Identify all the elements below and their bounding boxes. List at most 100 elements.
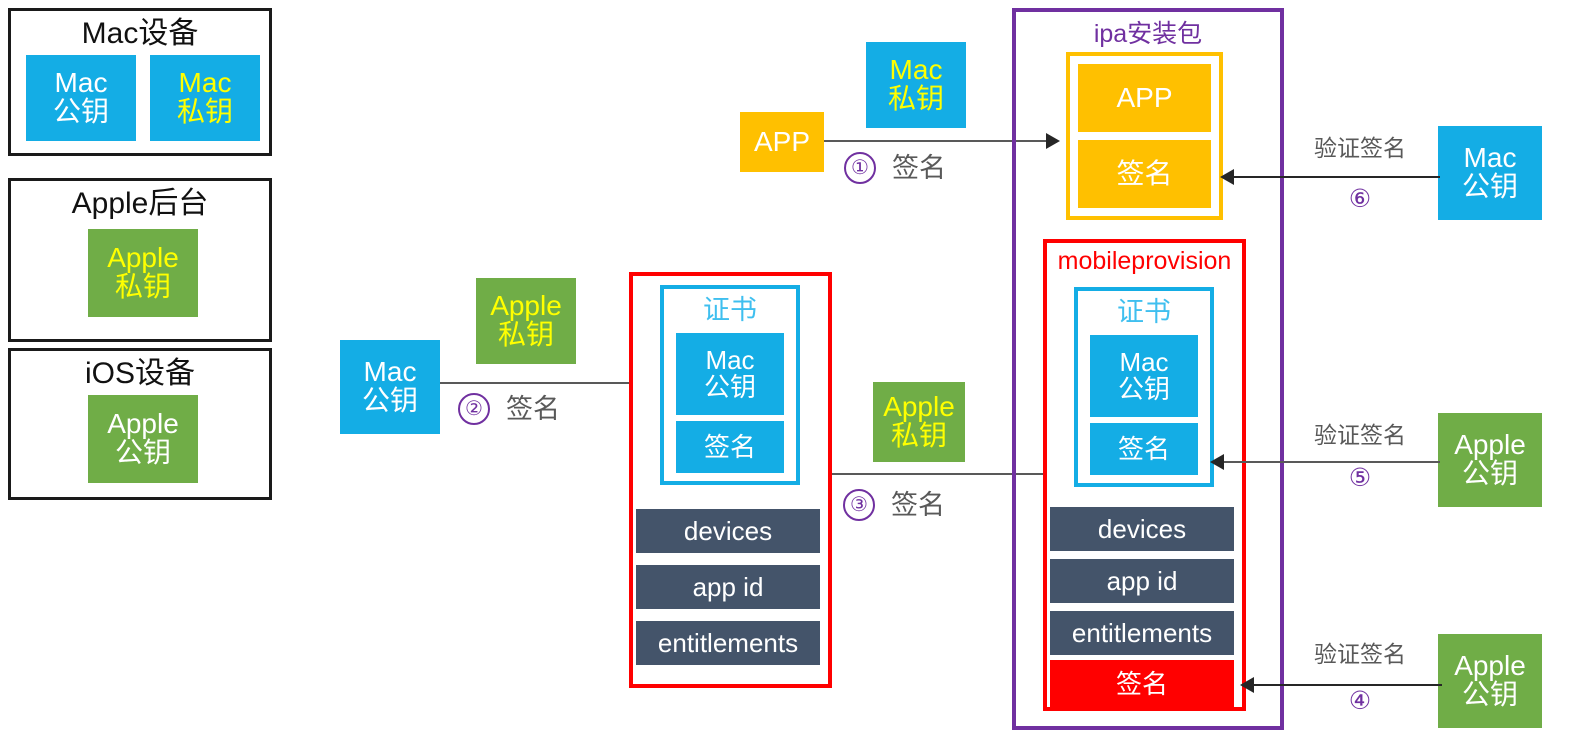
step-3-caption: ③ 签名 <box>843 489 945 521</box>
flow-apple-private-key-step3: Apple 私钥 <box>873 382 965 462</box>
panel-apple-backend: Apple后台 Apple 私钥 <box>8 178 272 342</box>
mobileprovision-box: mobileprovision 证书 Mac 公钥 签名 devices app… <box>1043 239 1246 711</box>
key-chip-mac-public: Mac 公钥 <box>26 55 136 141</box>
certificate-box-left: 证书 Mac 公钥 签名 <box>660 285 800 485</box>
key-chip-line1: Mac <box>363 356 417 388</box>
profile-item-devices: devices <box>636 509 820 553</box>
flow-app-source-label: APP <box>753 125 811 157</box>
certificate-title: 证书 <box>1117 297 1171 327</box>
panel-mac-device-title: Mac设备 <box>81 17 199 50</box>
key-chip-mac-private: Mac 私钥 <box>150 55 260 141</box>
ipa-package-container: ipa安装包 <box>1012 8 1284 730</box>
panel-apple-backend-title: Apple后台 <box>71 187 209 220</box>
verify-6-number: ⑥ <box>1348 185 1372 213</box>
profile-item-label: app id <box>692 571 764 602</box>
step-2-caption: ② 签名 <box>458 393 560 425</box>
mobileprovision-signature-label: 签名 <box>1115 668 1168 699</box>
flow-app-source: APP <box>740 112 824 172</box>
certificate-signature: 签名 <box>676 421 784 473</box>
key-chip-line1: 签名 <box>703 431 756 462</box>
verify-key-mac-public: Mac 公钥 <box>1438 126 1542 220</box>
panel-mac-device: Mac设备 Mac 公钥 Mac 私钥 <box>8 8 272 156</box>
key-chip-line2: 私钥 <box>890 420 947 451</box>
arrow-head-verify6 <box>1220 169 1234 185</box>
key-chip-line2: 公钥 <box>114 437 171 468</box>
key-chip-line1: Mac <box>54 67 108 99</box>
verify-4-number: ④ <box>1348 687 1372 715</box>
key-chip-apple-public: Apple 公钥 <box>88 395 198 483</box>
panel-ios-device: iOS设备 Apple 公钥 <box>8 348 272 500</box>
key-chip-line2: 公钥 <box>1461 458 1518 489</box>
key-chip-line2: 私钥 <box>114 271 171 302</box>
certificate-mac-public-key: Mac 公钥 <box>676 333 784 415</box>
ipa-app-signature-segment: 签名 <box>1078 140 1211 208</box>
key-chip-line2: 私钥 <box>887 83 944 114</box>
profile-item-devices: devices <box>1050 507 1234 551</box>
key-chip-line1: Apple <box>490 290 562 322</box>
arrow-head-step1 <box>1046 133 1060 149</box>
arrow-line-verify5 <box>1224 461 1440 463</box>
ipa-package-title: ipa安装包 <box>1093 20 1203 48</box>
verify-6-label: 验证签名 <box>1314 135 1406 161</box>
arrow-line-step1 <box>824 140 1050 142</box>
key-chip-line2: 公钥 <box>1461 171 1518 202</box>
mobileprovision-signature: 签名 <box>1050 660 1234 708</box>
certificate-signature: 签名 <box>1090 423 1198 475</box>
certificate-title: 证书 <box>703 295 757 325</box>
profile-item-entitlements: entitlements <box>636 621 820 665</box>
verify-4-label: 验证签名 <box>1314 641 1406 667</box>
step-number: ③ <box>843 489 875 521</box>
key-chip-line2: 公钥 <box>1117 374 1170 404</box>
flow-mac-private-key: Mac 私钥 <box>866 42 966 128</box>
key-chip-line2: 公钥 <box>703 372 756 402</box>
key-chip-line1: Apple <box>1454 650 1526 682</box>
key-chip-line1: Apple <box>1454 429 1526 461</box>
key-chip-apple-private: Apple 私钥 <box>88 229 198 317</box>
ipa-app-segment: APP <box>1078 64 1211 132</box>
profile-item-label: devices <box>683 515 773 546</box>
profile-item-entitlements: entitlements <box>1050 611 1234 655</box>
arrow-head-verify5 <box>1210 454 1224 470</box>
key-chip-line2: 公钥 <box>361 385 418 416</box>
flow-mac-public-key: Mac 公钥 <box>340 340 440 434</box>
step-number: ② <box>458 393 490 425</box>
key-chip-line2: 公钥 <box>52 96 109 127</box>
key-chip-line1: Apple <box>107 408 179 440</box>
profile-item-appid: app id <box>1050 559 1234 603</box>
profile-item-label: entitlements <box>1071 617 1213 648</box>
key-chip-line1: Mac <box>705 345 755 376</box>
panel-ios-device-title: iOS设备 <box>84 357 195 390</box>
key-chip-line1: Apple <box>883 391 955 423</box>
key-chip-line1: Mac <box>1119 347 1169 378</box>
key-chip-line1: Mac <box>1463 142 1517 174</box>
step-number: ① <box>844 152 876 184</box>
step-label: 签名 <box>891 490 945 520</box>
certificate-box-right: 证书 Mac 公钥 签名 <box>1074 287 1214 487</box>
verify-key-apple-public-4: Apple 公钥 <box>1438 634 1542 728</box>
step-label: 签名 <box>506 394 560 424</box>
key-chip-line1: 签名 <box>1117 433 1170 464</box>
ipa-app-signature-label: 签名 <box>1116 157 1173 189</box>
verify-5-label: 验证签名 <box>1314 422 1406 448</box>
certificate-mac-public-key: Mac 公钥 <box>1090 335 1198 417</box>
arrow-line-step3 <box>832 473 1048 475</box>
profile-item-label: app id <box>1106 565 1178 596</box>
key-chip-line1: Mac <box>178 67 232 99</box>
profile-item-label: devices <box>1097 513 1187 544</box>
key-chip-line2: 私钥 <box>497 319 554 350</box>
arrow-head-verify4 <box>1240 677 1254 693</box>
ipa-app-label: APP <box>1116 81 1173 113</box>
arrow-line-verify4 <box>1254 684 1442 686</box>
verify-key-apple-public-5: Apple 公钥 <box>1438 413 1542 507</box>
flow-apple-private-key-step2: Apple 私钥 <box>476 278 576 364</box>
step-1-caption: ① 签名 <box>844 152 946 184</box>
step-label: 签名 <box>892 153 946 183</box>
profile-item-appid: app id <box>636 565 820 609</box>
arrow-line-verify6 <box>1232 176 1440 178</box>
key-chip-line1: Mac <box>889 54 943 86</box>
profile-item-label: entitlements <box>657 627 799 658</box>
arrow-line-step2 <box>440 382 640 384</box>
key-chip-line1: Apple <box>107 242 179 274</box>
provisioning-profile-left: 证书 Mac 公钥 签名 devices app id entitlements <box>629 272 832 688</box>
